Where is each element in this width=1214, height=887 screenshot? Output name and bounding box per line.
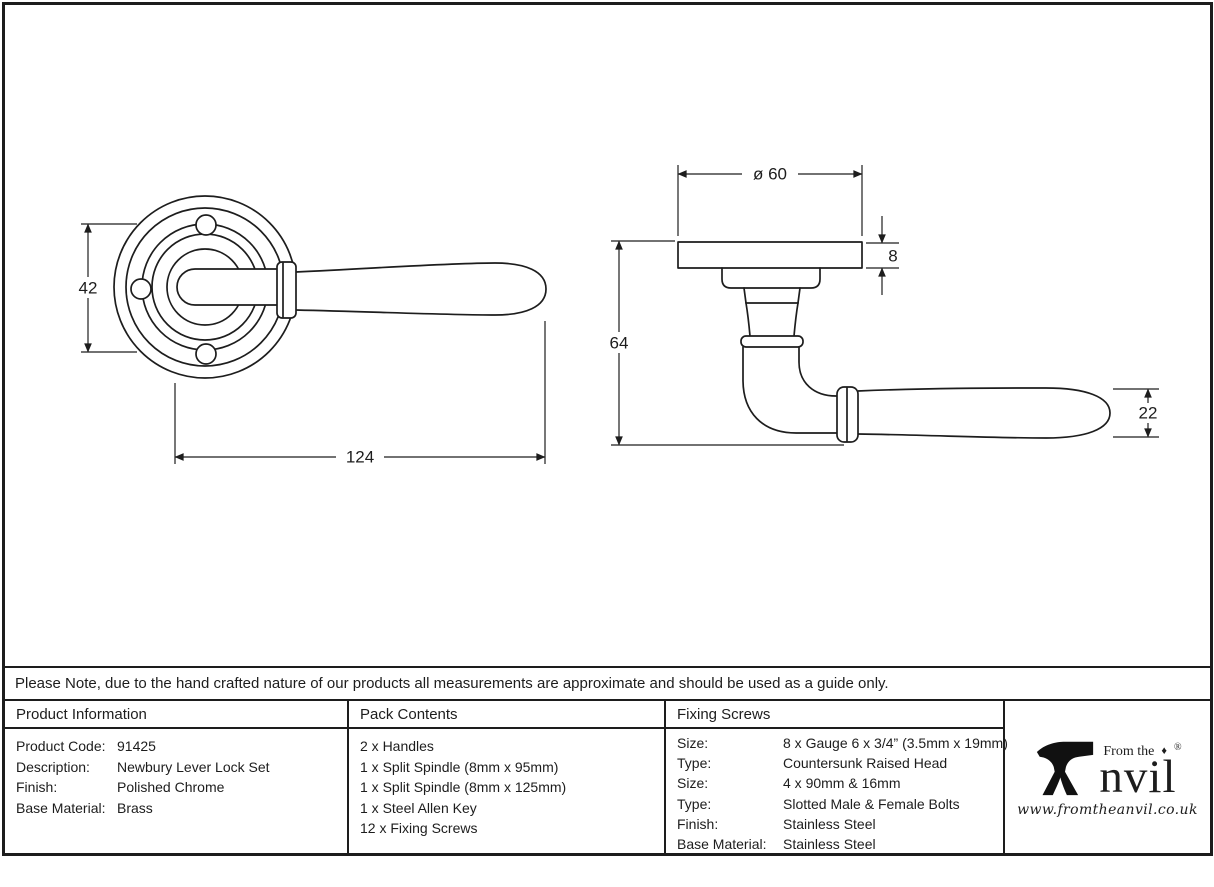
product-information-body: Product Code: 91425 Description: Newbury… <box>5 729 347 853</box>
field-label: Type: <box>677 795 712 812</box>
dimension-22: 22 <box>1113 388 1164 438</box>
table-row: Type: Countersunk Raised Head <box>677 753 995 773</box>
dim-label-diameter-60: ø 60 <box>753 165 787 184</box>
field-label: Base Material: <box>16 799 106 816</box>
field-label: Product Code: <box>16 738 106 754</box>
pack-contents-column: Pack Contents 2 x Handles 1 x Split Spin… <box>347 701 664 853</box>
table-row: Base Material: Brass <box>16 798 339 819</box>
field-label: Finish: <box>16 779 58 796</box>
table-row: Finish: Polished Chrome <box>16 777 339 798</box>
field-value: 91425 <box>117 738 156 754</box>
list-item: 2 x Handles <box>360 738 434 754</box>
pack-contents-body: 2 x Handles 1 x Split Spindle (8mm x 95m… <box>349 729 664 853</box>
table-row: Finish: Stainless Steel <box>677 814 995 834</box>
table-row: Product Code: 91425 <box>16 736 339 757</box>
table-row: Description: Newbury Lever Lock Set <box>16 757 339 778</box>
field-label: Size: <box>677 775 709 792</box>
screw-hole-bottom <box>195 343 217 365</box>
registered-mark: ® <box>1173 742 1182 754</box>
measurement-note: Please Note, due to the hand crafted nat… <box>5 666 1210 699</box>
field-value: 4 x 90mm & 16mm <box>783 775 901 792</box>
list-item: 12 x Fixing Screws <box>360 820 478 837</box>
anvil-icon <box>1037 741 1094 795</box>
product-information-header: Product Information <box>5 701 347 729</box>
dim-label-42: 42 <box>79 279 98 298</box>
list-item: 1 x Split Spindle (8mm x 125mm) <box>360 779 567 796</box>
field-value: Slotted Male & Female Bolts <box>783 795 960 812</box>
field-value: Polished Chrome <box>117 779 225 796</box>
field-label: Description: <box>16 758 90 775</box>
technical-drawing-svg: 42 124 <box>72 163 1164 467</box>
field-value: Stainless Steel <box>783 815 876 832</box>
fixing-screws-column: Fixing Screws Size: 8 x Gauge 6 x 3/4” (… <box>664 701 1008 854</box>
fixing-screws-body: Size: 8 x Gauge 6 x 3/4” (3.5mm x 19mm) … <box>666 729 1008 854</box>
table-row: Type: Slotted Male & Female Bolts <box>677 794 995 814</box>
dim-label-64: 64 <box>610 334 629 353</box>
dimension-64: 64 <box>602 240 844 446</box>
field-value: 8 x Gauge 6 x 3/4” (3.5mm x 19mm) <box>783 735 1008 751</box>
screw-hole-left <box>130 278 152 300</box>
info-tables: Product Information Product Code: 91425 … <box>5 699 1210 853</box>
logo-brand-name: nvil <box>1099 750 1177 803</box>
dimension-8: 8 <box>866 216 899 295</box>
field-value: Newbury Lever Lock Set <box>117 758 270 775</box>
drawing-area: 42 124 <box>5 5 1210 666</box>
dimension-diameter-60: ø 60 <box>677 163 863 236</box>
rose-side <box>677 241 863 337</box>
dim-label-8: 8 <box>888 247 897 266</box>
side-view-drawing: ø 60 8 <box>602 163 1164 446</box>
dim-label-124: 124 <box>346 448 374 467</box>
lever-side <box>740 335 1111 443</box>
fixing-screws-header: Fixing Screws <box>666 701 1003 729</box>
table-row: Size: 4 x 90mm & 16mm <box>677 773 995 793</box>
field-value: Stainless Steel <box>783 836 876 853</box>
field-label: Size: <box>677 735 709 751</box>
dim-label-22: 22 <box>1139 404 1158 423</box>
dimension-42: 42 <box>72 223 137 353</box>
screw-hole-top <box>195 214 217 236</box>
pack-contents-header: Pack Contents <box>349 701 664 729</box>
diamond-icon: ♦ <box>1161 745 1167 758</box>
table-row: Base Material: Stainless Steel <box>677 834 995 854</box>
field-label: Base Material: <box>677 836 767 853</box>
front-view-drawing: 42 124 <box>72 195 547 467</box>
anvil-logo: From the ♦ ® nvil www.fromtheanvil.co.uk <box>1017 737 1198 818</box>
logo-wordmark: From the ♦ ® nvil <box>1099 742 1182 803</box>
list-item: 1 x Split Spindle (8mm x 95mm) <box>360 758 559 775</box>
note-text: Please Note, due to the hand crafted nat… <box>15 675 889 692</box>
field-label: Type: <box>677 755 712 772</box>
brand-logo-cell: From the ♦ ® nvil www.fromtheanvil.co.uk <box>1003 701 1210 853</box>
lever-front <box>176 261 547 319</box>
table-row: Size: 8 x Gauge 6 x 3/4” (3.5mm x 19mm) <box>677 733 1008 753</box>
logo-website-url: www.fromtheanvil.co.uk <box>1017 801 1198 818</box>
dimension-124: 124 <box>174 321 546 467</box>
field-value: Brass <box>117 799 153 816</box>
logo-from-the: From the <box>1103 743 1155 759</box>
neck-collar <box>740 335 804 348</box>
sheet-frame: 42 124 <box>2 2 1213 856</box>
field-label: Finish: <box>677 815 719 832</box>
list-item: 1 x Steel Allen Key <box>360 799 477 816</box>
field-value: Countersunk Raised Head <box>783 755 948 772</box>
product-information-column: Product Information Product Code: 91425 … <box>5 701 347 853</box>
